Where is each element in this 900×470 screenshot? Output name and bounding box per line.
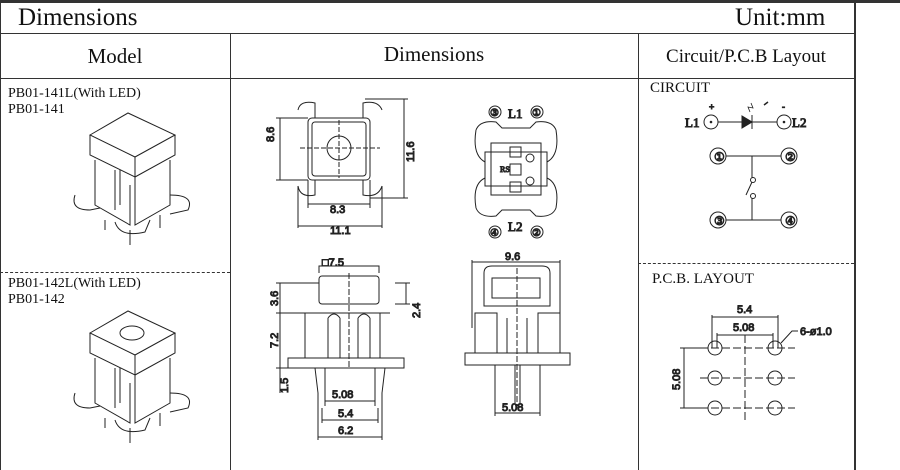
dim-pitch-3: 6.2 xyxy=(338,425,353,437)
dim-cap-size: □7.5 xyxy=(322,257,344,269)
model-label-1: PB01-141L(With LED)PB01-141 xyxy=(8,86,141,118)
pin-1-label: ① xyxy=(532,108,541,119)
divider xyxy=(0,78,855,79)
dim-pitch: 5.08 xyxy=(502,402,523,414)
dim-width: 9.6 xyxy=(505,251,520,263)
model-name: PB01-142L(With LED) xyxy=(8,276,141,291)
minus-sign: - xyxy=(782,102,785,112)
pin-2-label: ② xyxy=(785,150,796,164)
unit-label: Unit:mm xyxy=(735,4,826,31)
divider xyxy=(0,33,855,34)
pcb-layout-diagram: 5.4 5.08 6-ø1.0 5.08 xyxy=(671,304,832,420)
circuit-title: CIRCUIT xyxy=(650,80,710,96)
rs-label: RS xyxy=(500,165,510,174)
column-header-dimensions: Dimensions xyxy=(383,42,485,66)
pcb-title: P.C.B. LAYOUT xyxy=(652,271,754,287)
model-name: PB01-141L(With LED) xyxy=(8,86,141,101)
top-border xyxy=(0,0,900,3)
model-label-2: PB01-142L(With LED)PB01-142 xyxy=(8,276,141,308)
switch-isometric-1 xyxy=(73,112,190,245)
led-l1-label: L1 xyxy=(685,115,699,130)
side-view-drawing: □7.5 3.6 2.4 7.2 1.5 5.08 5.4 6.2 xyxy=(269,257,424,440)
pin-2-label: ② xyxy=(532,228,541,239)
model-name: PB01-142 xyxy=(8,292,65,307)
page-title: Dimensions xyxy=(18,4,138,31)
dim-outer-width: 5.4 xyxy=(737,304,752,316)
dim-travel: 2.4 xyxy=(411,303,423,318)
front-view-drawing: 9.6 5.08 xyxy=(464,251,571,416)
top-view-drawing: 8.6 11.6 8.3 11.1 xyxy=(265,98,418,238)
divider xyxy=(854,0,856,470)
led-l2-label: L2 xyxy=(508,219,522,234)
dim-height: 5.08 xyxy=(671,369,683,390)
pin-3-label: ③ xyxy=(714,214,725,228)
divider xyxy=(0,0,1,470)
divider xyxy=(638,33,639,470)
circuit-diagram: L1 + - L2 ① ② ③ ④ xyxy=(685,101,807,229)
pin-4-label: ④ xyxy=(490,228,499,239)
row-divider xyxy=(0,272,230,273)
led-l1-label: L1 xyxy=(508,106,522,121)
dim-width-inner: 8.3 xyxy=(330,204,345,216)
led-l2-label: L2 xyxy=(792,115,806,130)
hole-spec: 6-ø1.0 xyxy=(800,326,832,338)
dim-pitch-2: 5.4 xyxy=(338,408,353,420)
dim-pitch-1: 5.08 xyxy=(332,389,353,401)
pin-4-label: ④ xyxy=(785,214,796,228)
dim-width-outer: 11.1 xyxy=(330,225,351,237)
pin-1-label: ① xyxy=(714,150,725,164)
pin-3-label: ③ xyxy=(490,108,499,119)
column-header-circuit: Circuit/P.C.B Layout xyxy=(666,46,826,67)
dim-height-outer: 11.6 xyxy=(405,141,417,162)
row-divider xyxy=(638,263,854,264)
divider xyxy=(230,33,231,470)
dim-cap-height: 3.6 xyxy=(269,291,281,306)
dim-pin-length: 1.5 xyxy=(279,378,291,393)
dim-inner-width: 5.08 xyxy=(733,322,754,334)
dim-height-inner: 8.6 xyxy=(265,127,277,142)
plus-sign: + xyxy=(709,102,714,112)
switch-isometric-2 xyxy=(73,310,190,443)
bottom-view-drawing: ③ ① ④ ② L1 L2 RS RS xyxy=(474,105,558,240)
column-header-model: Model xyxy=(87,44,143,68)
dim-body-height: 7.2 xyxy=(269,333,281,348)
model-name: PB01-141 xyxy=(8,102,65,117)
